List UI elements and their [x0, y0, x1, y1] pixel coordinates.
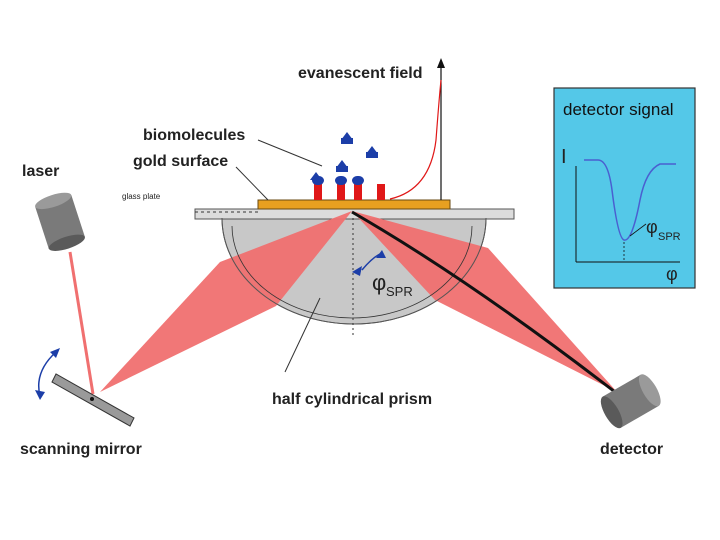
detector-device [600, 374, 661, 429]
evanescent-arrowhead [437, 58, 445, 68]
prism-leader [284, 297, 321, 373]
angle-subscript: SPR [386, 284, 413, 299]
incident-fan [100, 211, 352, 392]
detector-signal-inset: detector signal I φ φ SPR [553, 87, 696, 289]
inset-dip-subscript: SPR [658, 231, 681, 243]
laser-beam [68, 251, 95, 395]
angle-arrowhead-2 [376, 250, 386, 258]
biomolecules-leader [257, 139, 323, 167]
glass-plate-label: glass plate [122, 192, 161, 201]
scanning-mirror-label: scanning mirror [20, 441, 142, 458]
gold-surface [257, 199, 451, 210]
evanescent-field-label: evanescent field [298, 65, 423, 82]
biomolecules-label: biomolecules [143, 127, 245, 144]
inset-y-label: I [561, 146, 567, 168]
evanescent-curve [389, 79, 442, 200]
mirror-arrowhead-top [50, 348, 60, 358]
gold-surface-label: gold surface [133, 153, 228, 170]
reflected-fan [352, 211, 617, 392]
mirror-rotate-arrow [38, 351, 57, 397]
signal-curve [584, 159, 676, 241]
prism-label: half cylindrical prism [272, 391, 432, 408]
reflected-ray [351, 210, 616, 394]
mirror-arrowhead-bottom [35, 390, 45, 400]
inset-x-label: φ [666, 264, 678, 284]
laser-device [35, 192, 85, 251]
detector-label: detector [600, 441, 663, 458]
prism-outline [221, 217, 487, 325]
scanning-mirror [51, 373, 135, 427]
inset-dip-symbol: φ [646, 217, 658, 237]
gold-leader [235, 166, 269, 201]
laser-label: laser [22, 163, 59, 180]
biomolecules [310, 132, 385, 200]
inner-arc [231, 225, 473, 319]
inset-title: detector signal [563, 100, 674, 119]
angle-arrowhead [352, 266, 362, 276]
angle-symbol: φ [372, 270, 386, 295]
